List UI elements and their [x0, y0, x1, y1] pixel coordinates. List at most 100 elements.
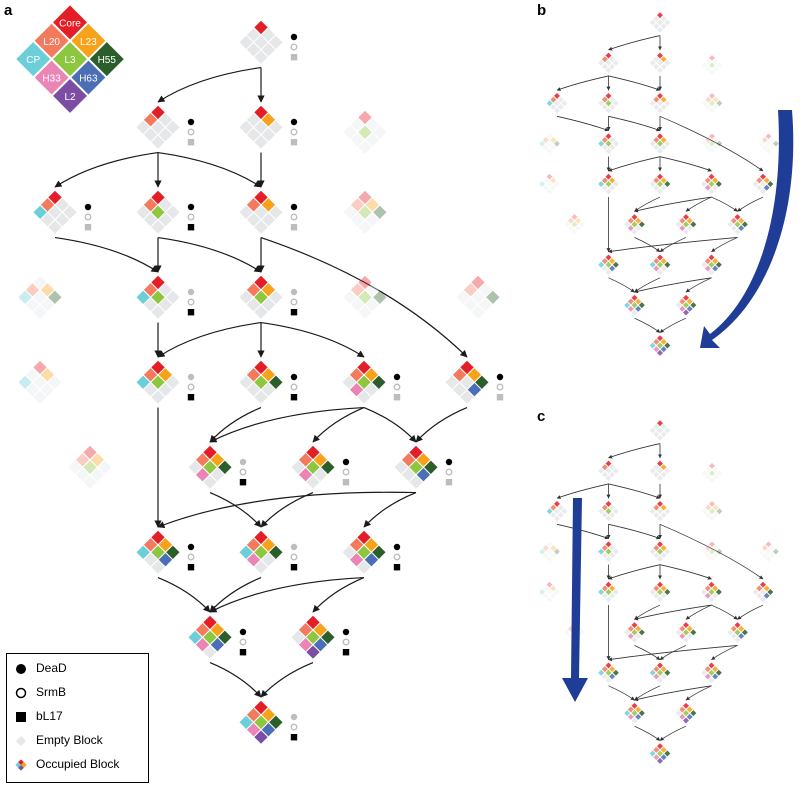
dead-marker — [290, 288, 298, 296]
block-empty — [705, 511, 712, 518]
block-empty — [709, 477, 715, 484]
block-empty — [760, 589, 766, 596]
block-l3 — [631, 629, 638, 636]
block-core — [546, 173, 553, 180]
block-empty — [609, 96, 616, 103]
block-h63 — [635, 305, 642, 312]
block-empty — [542, 552, 549, 559]
bl17-marker — [239, 649, 247, 656]
block-empty — [598, 508, 605, 515]
block-empty — [598, 59, 605, 66]
minor-state-node — [701, 92, 723, 114]
block-h55 — [690, 221, 697, 228]
block-cp — [188, 630, 202, 644]
block-empty — [557, 96, 564, 103]
block-empty — [660, 471, 667, 478]
block-core — [254, 105, 268, 120]
transition-arrow — [711, 604, 738, 620]
assembly-state-node — [342, 530, 401, 574]
block-empty — [657, 508, 663, 515]
block-l23 — [210, 623, 225, 637]
block-core — [683, 702, 689, 709]
block-l2 — [657, 757, 663, 764]
block-l20 — [601, 56, 608, 63]
block-l20 — [705, 96, 712, 103]
assembly-state-node — [598, 460, 619, 482]
srmb-marker — [445, 468, 453, 476]
block-h55 — [612, 261, 619, 268]
block-empty — [605, 67, 612, 74]
block-core — [605, 173, 612, 180]
block-empty — [546, 148, 553, 154]
block-empty — [254, 50, 268, 64]
block-empty — [254, 560, 268, 574]
block-empty — [635, 225, 642, 232]
assembly-state-node — [136, 360, 195, 404]
block-empty — [708, 269, 715, 276]
block-core — [254, 20, 268, 35]
block-empty — [546, 548, 553, 555]
block-l23 — [660, 338, 667, 345]
dead-marker — [290, 33, 298, 41]
block-cp — [649, 750, 656, 757]
block-empty — [712, 144, 719, 151]
block-l23 — [609, 585, 616, 592]
block-empty — [660, 184, 667, 191]
assembly-state-node — [598, 662, 619, 684]
block-empty — [546, 596, 553, 603]
bl17-marker — [290, 734, 298, 741]
block-core — [631, 294, 638, 301]
block-l3 — [734, 221, 741, 228]
block-empty — [631, 636, 638, 643]
block-empty — [609, 56, 616, 63]
transition-arrow — [634, 604, 661, 620]
block-empty — [624, 629, 631, 636]
block-empty — [598, 467, 605, 474]
block-l23 — [660, 545, 667, 551]
block-l23 — [712, 177, 719, 184]
block-cp — [598, 140, 605, 147]
block-h55 — [690, 710, 697, 717]
block-empty — [409, 475, 423, 489]
block-l20 — [195, 623, 210, 637]
key-block-h63 — [71, 60, 106, 95]
block-empty — [664, 19, 671, 26]
block-empty — [730, 225, 737, 232]
block-empty — [765, 556, 772, 562]
block-empty — [660, 23, 667, 30]
block-l23 — [712, 585, 719, 592]
block-empty — [605, 148, 612, 154]
block-empty — [649, 59, 656, 66]
transition-arrow — [157, 321, 262, 358]
block-empty — [712, 592, 719, 599]
block-empty — [550, 184, 557, 191]
legend-label-dead: DeaD — [36, 661, 67, 675]
key-label-l3: L3 — [64, 55, 76, 66]
block-empty — [660, 265, 667, 272]
block-empty — [675, 710, 682, 717]
srmb-marker — [290, 553, 298, 561]
transition-arrow — [556, 75, 609, 91]
assembly-state-node — [239, 190, 298, 234]
block-empty — [653, 471, 660, 478]
block-core — [683, 294, 689, 301]
block-empty — [254, 390, 268, 404]
block-empty — [557, 511, 564, 518]
block-empty — [542, 144, 549, 151]
block-h55 — [772, 548, 779, 555]
panel-label-a: a — [4, 2, 13, 19]
block-l20 — [679, 217, 686, 224]
transition-arrow — [608, 564, 661, 580]
block-core — [765, 541, 772, 548]
block-l23 — [763, 177, 770, 184]
block-core — [631, 214, 638, 221]
dead-marker — [393, 543, 401, 551]
block-empty — [471, 290, 485, 304]
transition-arrow — [608, 277, 635, 293]
block-h33 — [653, 265, 660, 272]
block-l23 — [660, 666, 667, 673]
block-l3 — [631, 710, 638, 717]
block-empty — [557, 504, 564, 511]
block-l20 — [627, 298, 634, 305]
srmb-marker — [290, 43, 298, 51]
